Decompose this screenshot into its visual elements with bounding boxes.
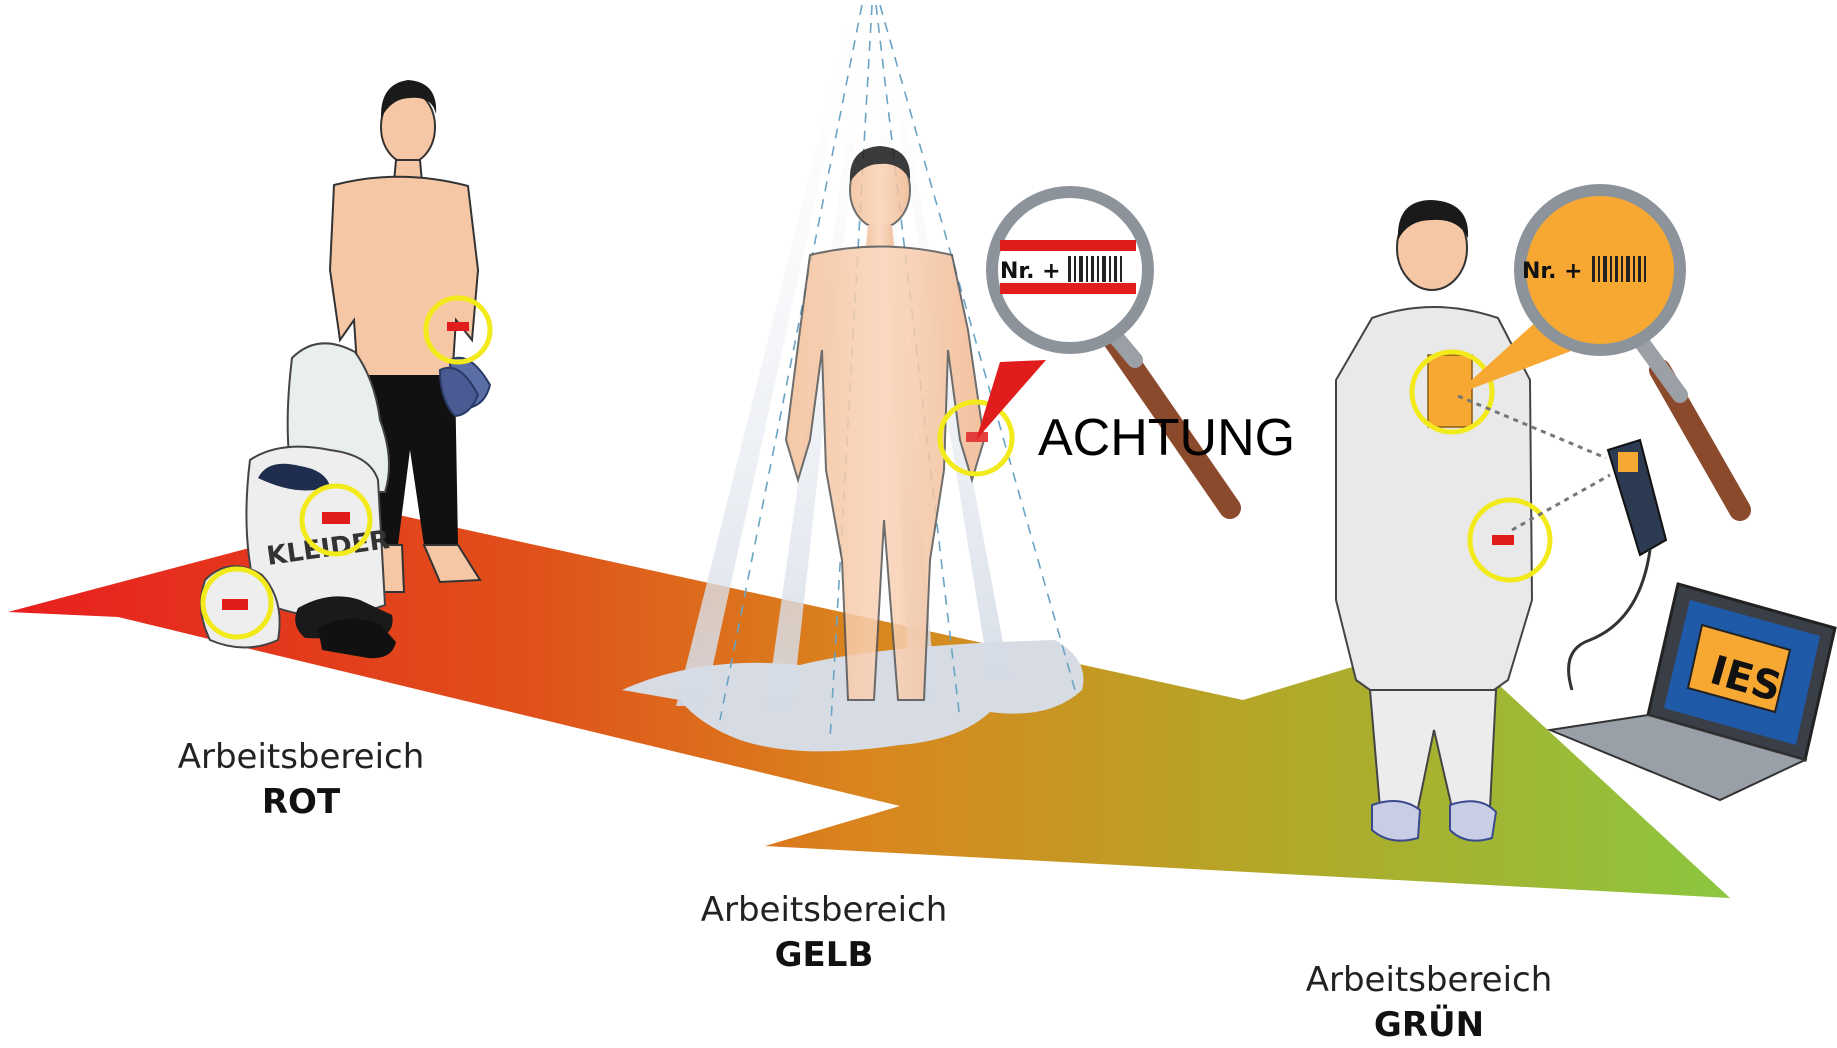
wristband-icon: [1492, 535, 1514, 545]
wristband-icon: [447, 322, 469, 331]
laptop-icon: IES: [1550, 584, 1835, 800]
zone-label-gelb: Arbeitsbereich GELB: [664, 888, 984, 978]
zone-label-rot: Arbeitsbereich ROT: [141, 735, 461, 825]
magnifier-label: Nr. +: [1522, 259, 1583, 284]
zone-name: ROT: [141, 779, 461, 825]
magnifier-label: Nr. +: [1000, 259, 1061, 284]
zone-caption: Arbeitsbereich: [141, 735, 461, 779]
zone-caption: Arbeitsbereich: [1269, 958, 1589, 1002]
zone-name: GELB: [664, 932, 984, 978]
zone-caption: Arbeitsbereich: [664, 888, 984, 932]
warning-label: ACHTUNG: [1038, 409, 1295, 467]
zone-label-gruen: Arbeitsbereich GRÜN: [1269, 958, 1589, 1048]
zone-name: GRÜN: [1269, 1002, 1589, 1048]
